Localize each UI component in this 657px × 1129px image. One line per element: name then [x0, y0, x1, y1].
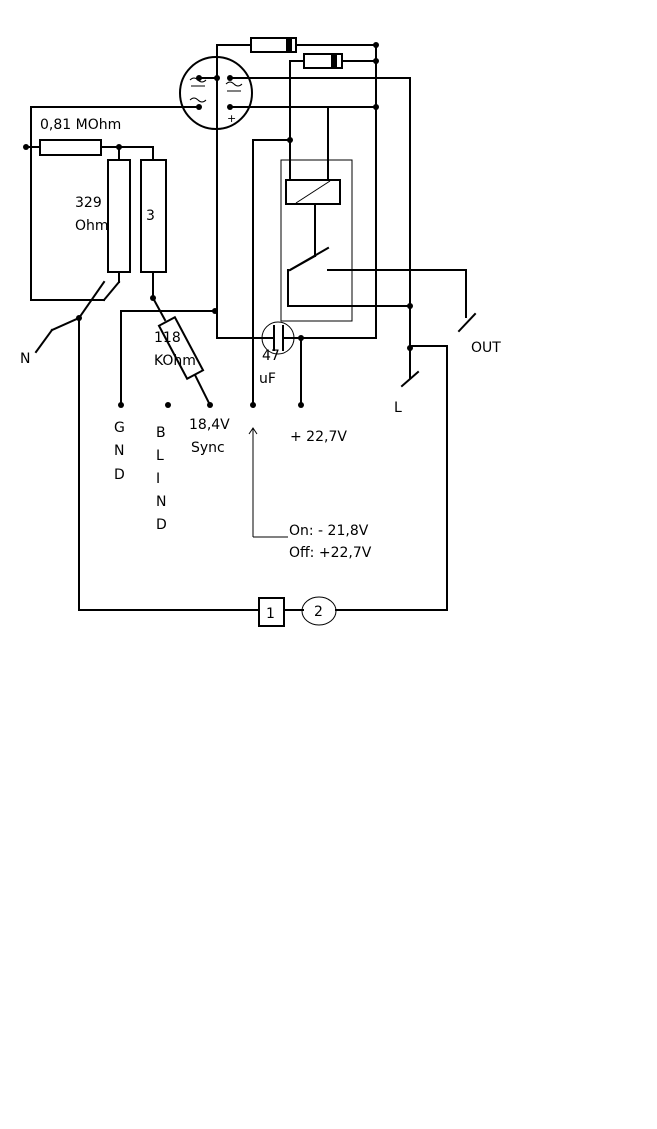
label-out: OUT — [471, 340, 501, 356]
box-1-label: 1 — [266, 606, 275, 622]
resistor-main — [39, 139, 102, 156]
label-sync-voltage: 18,4V — [189, 417, 230, 433]
label-sync: Sync — [191, 440, 225, 456]
live-terminal — [400, 347, 420, 388]
relay — [280, 159, 353, 322]
label-gnd-1: G — [114, 420, 125, 436]
resistor-sync — [157, 315, 205, 381]
label-live: L — [394, 400, 402, 416]
label-resistor-left-unit: Ohm — [75, 218, 109, 234]
neutral-terminal — [34, 316, 81, 354]
label-gnd-3: D — [114, 467, 125, 483]
label-state-on: On: - 21,8V — [289, 523, 369, 539]
resistor-right — [140, 159, 167, 273]
circle-2-label: 2 — [314, 604, 323, 620]
label-resistor-right: 3 — [146, 208, 155, 224]
label-blind-5: D — [156, 517, 167, 533]
capacitor — [260, 321, 297, 355]
label-neutral: N — [20, 351, 30, 367]
circle-2: 2 — [301, 596, 337, 626]
resistor-left — [107, 159, 131, 273]
diode-second — [303, 53, 343, 69]
out-terminal — [457, 312, 477, 333]
bridge-plus-label: + — [227, 112, 236, 125]
wires — [25, 44, 467, 611]
label-blind-3: I — [156, 471, 160, 487]
diode-top — [250, 37, 297, 53]
label-state-off: Off: +22,7V — [289, 545, 372, 561]
label-blind-4: N — [156, 494, 166, 510]
label-resistor-main: 0,81 MOhm — [40, 117, 121, 133]
label-gnd-2: N — [114, 443, 124, 459]
label-resistor-sync-value: 118 — [154, 330, 181, 346]
label-resistor-sync-unit: KOhm — [154, 353, 196, 369]
label-blind-2: L — [156, 448, 164, 464]
label-cap-value: 47 — [262, 348, 280, 364]
label-cap-unit: uF — [259, 371, 276, 387]
bridge-rectifier: + — [179, 56, 253, 130]
box-1: 1 — [258, 597, 285, 627]
label-blind-1: B — [156, 425, 166, 441]
label-resistor-left-value: 329 — [75, 195, 102, 211]
label-supply: + 22,7V — [290, 429, 347, 445]
